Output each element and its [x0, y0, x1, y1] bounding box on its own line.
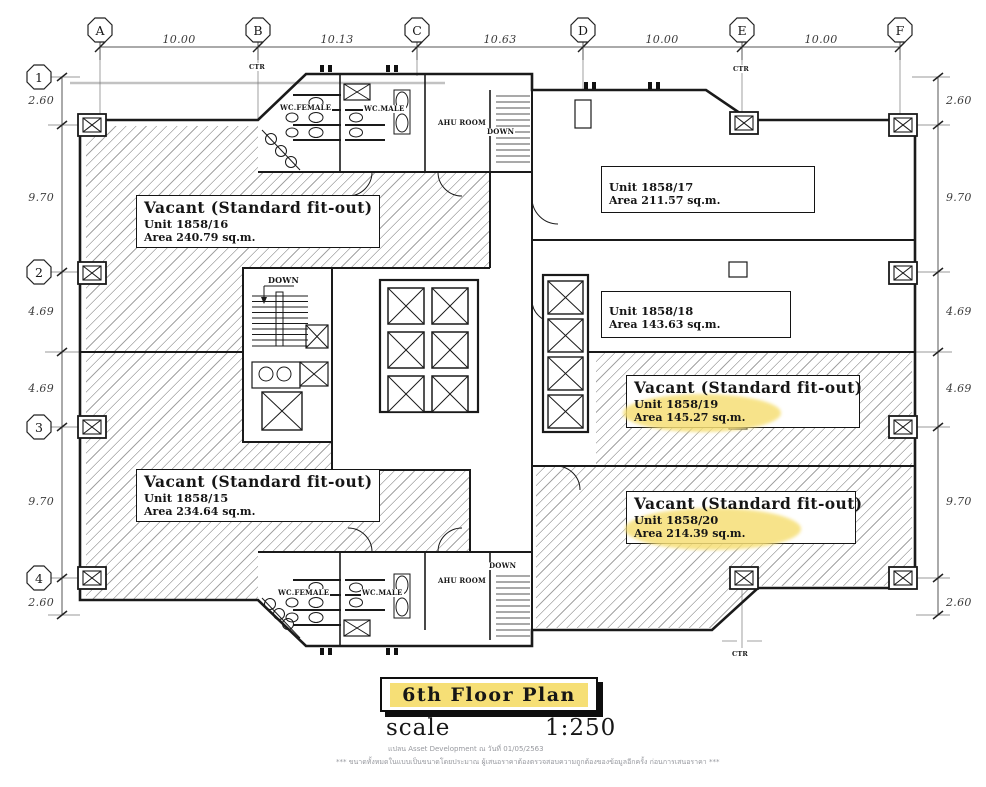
- dim-right-4: 9.70: [946, 495, 972, 508]
- wc-female-top-label: WC.FEMALE: [279, 103, 333, 112]
- unit-number: Unit 1858/15: [144, 491, 229, 505]
- unit-vacant-label: Vacant (Standard fit-out): [634, 494, 863, 513]
- dim-right-1: 9.70: [946, 191, 972, 204]
- unit-area: Area 143.63 sq.m.: [609, 318, 721, 331]
- unit-area: Area 234.64 sq.m.: [144, 505, 256, 518]
- scale-value: 1:250: [545, 715, 617, 741]
- dim-left-5: 2.60: [28, 596, 54, 609]
- core-top-strip: [258, 74, 532, 173]
- floor-plan-title: 6th Floor Plan: [390, 682, 588, 707]
- unit-number: Unit 1858/17: [609, 180, 694, 194]
- ctr-top-e-label: CTR: [732, 65, 751, 73]
- dim-left-1: 9.70: [28, 191, 54, 204]
- dim-right-0: 2.60: [946, 94, 972, 107]
- ctr-top-b-label: CTR: [248, 63, 267, 71]
- dim-right-2: 4.69: [946, 305, 972, 318]
- grid-bubble-b-label: B: [253, 23, 263, 38]
- down-top-label: DOWN: [486, 127, 516, 136]
- dim-right-5: 2.60: [946, 596, 972, 609]
- dim-top-bc: 10.13: [320, 33, 354, 46]
- unit-number: Unit 1858/16: [144, 217, 229, 231]
- ahu-room-bottom-label: AHU ROOM: [437, 576, 487, 585]
- unit-area: Area 145.27 sq.m.: [634, 411, 746, 424]
- dim-top-de: 10.00: [645, 33, 679, 46]
- wc-male-bottom-label: WC.MALE: [361, 588, 404, 597]
- unit-vacant-label: Vacant (Standard fit-out): [144, 472, 373, 491]
- corridor-lower: [470, 470, 532, 552]
- grid-bubble-3-label: 3: [35, 420, 43, 435]
- grid-bubble-2-label: 2: [35, 265, 43, 280]
- dim-right-3: 4.69: [946, 382, 972, 395]
- scale-label: scale: [386, 715, 451, 741]
- dim-top-ef: 10.00: [804, 33, 838, 46]
- unit-box-1858-15: Vacant (Standard fit-out) Unit 1858/15 A…: [136, 469, 381, 522]
- down-central-label: DOWN: [267, 275, 301, 285]
- unit-vacant-label: Vacant (Standard fit-out): [144, 198, 373, 217]
- stair-block: [243, 268, 332, 442]
- footnote-line-2: *** ขนาดทั้งหมดในแบบเป็นขนาดโดยประมาณ ผู…: [336, 758, 720, 766]
- unit-vacant-label: Vacant (Standard fit-out): [634, 378, 863, 397]
- lobby: [332, 268, 532, 470]
- dim-left-3: 4.69: [28, 382, 54, 395]
- wc-male-top-label: WC.MALE: [363, 104, 406, 113]
- dim-top-ab: 10.00: [162, 33, 196, 46]
- unit-box-1858-20: Vacant (Standard fit-out) Unit 1858/20 A…: [625, 491, 863, 550]
- unit-area: Area 211.57 sq.m.: [609, 194, 721, 207]
- grid-bubble-4-label: 4: [35, 571, 43, 586]
- dim-left-0: 2.60: [28, 94, 54, 107]
- unit-box-1858-19: Vacant (Standard fit-out) Unit 1858/19 A…: [623, 375, 863, 432]
- unit-number: Unit 1858/19: [634, 397, 719, 411]
- down-bottom-label: DOWN: [488, 561, 518, 570]
- wc-female-bottom-label: WC.FEMALE: [277, 588, 331, 597]
- unit-number: Unit 1858/18: [609, 304, 694, 318]
- dim-left-4: 9.70: [28, 495, 54, 508]
- ctr-bottom-label: CTR: [731, 650, 750, 658]
- ahu-room-top-label: AHU ROOM: [437, 118, 487, 127]
- grid-bubble-1-label: 1: [35, 70, 43, 85]
- grid-bubble-a-label: A: [95, 23, 105, 38]
- grid-bubble-c-label: C: [412, 23, 422, 38]
- title-block: 6th Floor Plan: [380, 677, 598, 712]
- unit-box-1858-18: Unit 1858/18 Area 143.63 sq.m.: [601, 291, 791, 338]
- grid-bubble-e-label: E: [737, 23, 747, 38]
- unit-area: Area 240.79 sq.m.: [144, 231, 256, 244]
- unit-box-1858-17: Unit 1858/17 Area 211.57 sq.m.: [601, 166, 815, 213]
- corridor-upper: [490, 173, 532, 268]
- grid-bubble-d-label: D: [577, 23, 589, 38]
- elevator-bank-east: [541, 273, 590, 434]
- grid-bubble-f-label: F: [895, 23, 905, 38]
- unit-box-1858-16: Vacant (Standard fit-out) Unit 1858/16 A…: [136, 195, 381, 248]
- dim-left-2: 4.69: [28, 305, 54, 318]
- dim-top-cd: 10.63: [483, 33, 517, 46]
- unit-number: Unit 1858/20: [634, 513, 719, 527]
- footnote-line-1: แปลน Asset Development ณ วันที่ 01/05/25…: [388, 745, 544, 753]
- unit-area: Area 214.39 sq.m.: [634, 527, 746, 540]
